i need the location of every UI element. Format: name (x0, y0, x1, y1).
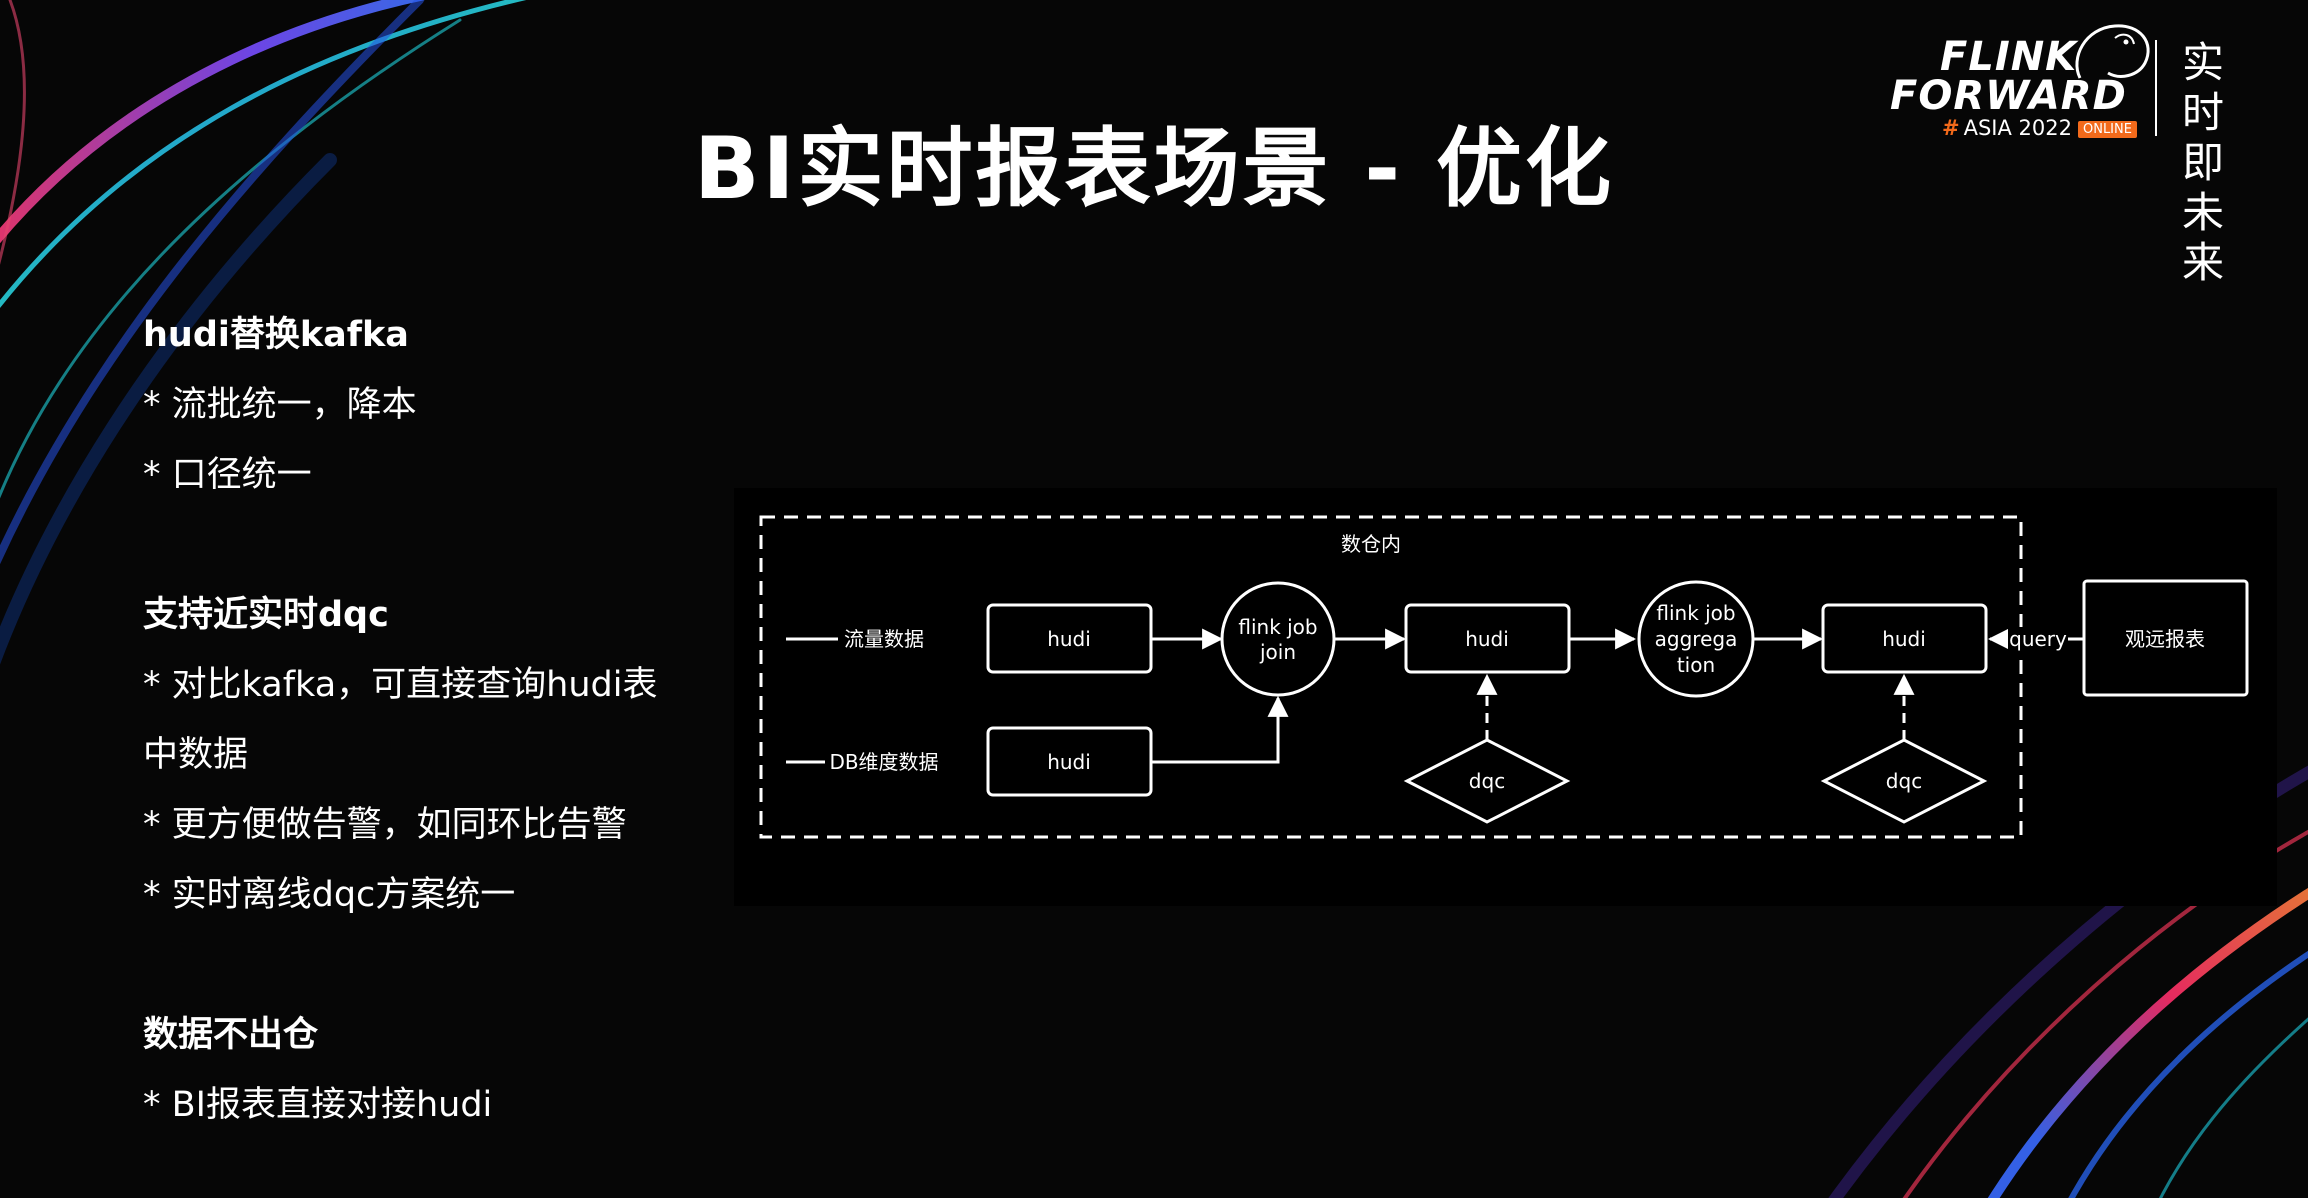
node-hudi-traffic-label: hudi (1047, 627, 1091, 651)
node-dqc-1-label: dqc (1469, 769, 1505, 793)
squirrel-logo-icon (2075, 24, 2150, 79)
logo-separator (2155, 40, 2157, 136)
bullet-item: * 流批统一，降本 (143, 385, 417, 425)
bullet-item: * 对比kafka，可直接查询hudi表 (143, 665, 658, 705)
logo-slogan-line2: 未来 (2182, 188, 2225, 287)
node-agg-label-line2: aggrega (1655, 627, 1738, 651)
bullet-item: 中数据 (143, 735, 249, 775)
logo-text-forward: FORWARD (1890, 73, 2127, 119)
section-heading: 支持近实时dqc (143, 595, 389, 635)
node-hudi-joined-label: hudi (1465, 627, 1509, 651)
logo-event: ASIA 2022 (1963, 116, 2072, 140)
node-dqc-1 (1403, 738, 1571, 824)
input-label-traffic: 流量数据 (844, 627, 924, 651)
node-dqc-2 (1820, 738, 1988, 824)
node-hudi-agg-label: hudi (1882, 627, 1926, 651)
logo-text-flink: FLINK (1940, 34, 2078, 80)
bullet-item: * 更方便做告警，如同环比告警 (143, 805, 627, 845)
flink-forward-logo: FLINK FORWARD #ASIA 2022 ONLINE 实时即 未来 (1880, 18, 2280, 287)
node-report-label: 观远报表 (2125, 627, 2205, 651)
node-flink-join (1220, 581, 1336, 697)
architecture-diagram: 数仓内 流量数据 DB维度数据 hudi hudi flink job join… (734, 488, 2277, 906)
logo-slogan: 实时即 未来 (2182, 38, 2262, 288)
boundary-label: 数仓内 (1341, 532, 1401, 556)
input-label-db: DB维度数据 (829, 750, 938, 774)
logo-event-line: #ASIA 2022 ONLINE (1942, 116, 2137, 140)
node-join-label-line1: flink job (1238, 615, 1317, 639)
logo-online-badge: ONLINE (2077, 120, 2137, 138)
data-warehouse-boundary (759, 515, 2023, 839)
bullet-item: * BI报表直接对接hudi (143, 1085, 493, 1125)
section-heading: 数据不出仓 (143, 1015, 319, 1055)
node-hudi-db-label: hudi (1047, 750, 1091, 774)
bullet-item: * 实时离线dqc方案统一 (143, 875, 516, 915)
logo-slogan-line1: 实时即 (2182, 38, 2225, 187)
bullet-item: * 口径统一 (143, 455, 312, 495)
logo-hash: # (1942, 116, 1960, 140)
left-panel: hudi替换kafka * 流批统一，降本 * 口径统一 支持近实时dqc * … (143, 300, 733, 1140)
node-agg-label-line3: tion (1677, 653, 1715, 677)
node-dqc-2-label: dqc (1886, 769, 1922, 793)
diagram-canvas: 数仓内 流量数据 DB维度数据 hudi hudi flink job join… (759, 515, 2249, 839)
edge-label-query: query (2009, 627, 2067, 651)
slide-title: BI实时报表场景 - 优化 (693, 119, 1615, 219)
node-join-label-line2: join (1259, 640, 1296, 664)
node-agg-label-line1: flink job (1656, 601, 1735, 625)
section-heading: hudi替换kafka (143, 315, 409, 355)
edge-hudi-db-to-join (1151, 695, 1289, 764)
node-hudi-agg (1821, 603, 1988, 674)
